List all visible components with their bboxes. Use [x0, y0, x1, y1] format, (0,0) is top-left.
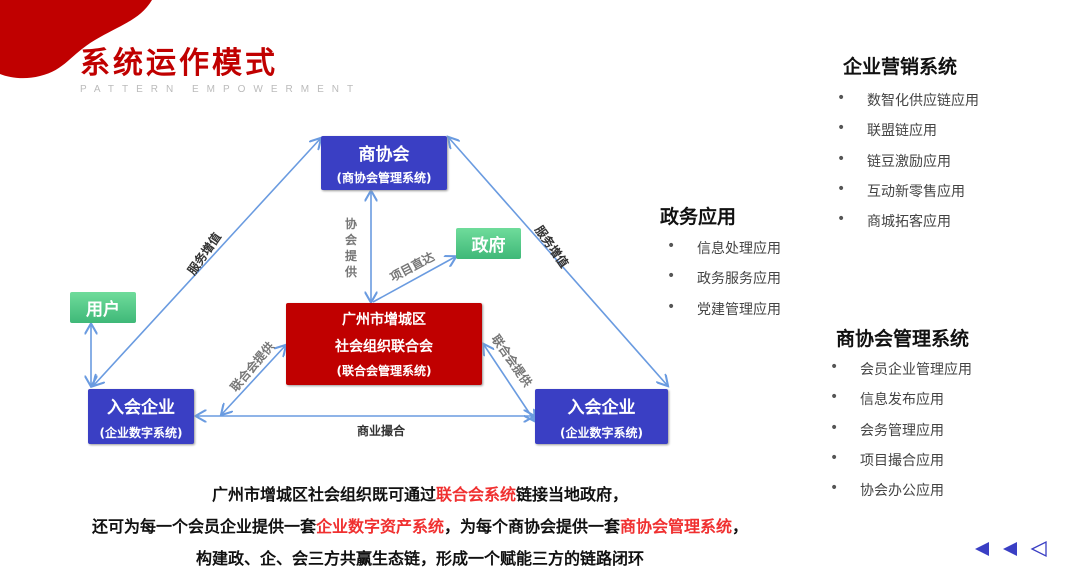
government-node: 政府	[456, 228, 521, 259]
list-item: 党建管理应用	[667, 299, 781, 329]
page-subtitle: PATTERN EMPOWERMENT	[80, 84, 362, 95]
gov-apps-list: 信息处理应用 政务服务应用 党建管理应用	[667, 238, 781, 329]
label-business-match: 商业撮合	[357, 424, 406, 438]
list-item: 数智化供应链应用	[837, 90, 979, 120]
summary-line-3: 构建政、企、会三方共赢生态链，形成一个赋能三方的链路闭环	[195, 549, 644, 568]
enterprise-left-title: 入会企业	[107, 397, 175, 418]
text: 广州市增城区社会组织既可通过	[211, 485, 436, 504]
list-item: 协会办公应用	[830, 480, 972, 510]
user-node: 用户	[70, 292, 136, 323]
text: ，	[732, 517, 749, 536]
list-item: 互动新零售应用	[837, 181, 979, 211]
association-node: 商协会 (商协会管理系统)	[321, 136, 447, 190]
summary-line-2: 还可为每一个会员企业提供一套企业数字资产系统，为每个商协会提供一套商协会管理系统…	[0, 513, 840, 537]
federation-node: 广州市增城区 社会组织联合会 (联合会管理系统)	[286, 303, 482, 385]
enterprise-left-sub: (企业数字系统)	[99, 425, 183, 440]
nav-arrows	[975, 540, 1047, 558]
federation-line2: 社会组织联合会	[335, 339, 433, 355]
assoc-mgmt-list: 会员企业管理应用 信息发布应用 会务管理应用 项目撮合应用 协会办公应用	[830, 359, 972, 510]
association-sub: (商协会管理系统)	[336, 171, 432, 185]
assoc-mgmt-heading: 商协会管理系统	[836, 328, 970, 350]
label-assoc-provide: 协会提供	[345, 217, 358, 279]
enterprise-right-title: 入会企业	[567, 397, 636, 418]
federation-line1: 广州市增城区	[342, 312, 426, 328]
summary-line-1: 广州市增城区社会组织既可通过联合会系统链接当地政府，	[0, 481, 840, 505]
list-item: 会员企业管理应用	[830, 359, 972, 389]
enterprise-right-node: 入会企业 (企业数字系统)	[535, 389, 668, 444]
connector-lines	[91, 138, 667, 420]
red-corner-shape	[0, 0, 152, 79]
prev-outline-arrow-icon[interactable]	[1030, 540, 1047, 558]
text: 还可为每一个会员企业提供一套	[91, 517, 316, 536]
list-item: 信息处理应用	[667, 238, 781, 268]
text: ，为每个商协会提供一套	[443, 517, 620, 536]
federation-sub: (联合会管理系统)	[336, 364, 432, 378]
list-item: 会务管理应用	[830, 420, 972, 450]
list-item: 信息发布应用	[830, 389, 972, 419]
list-item: 项目撮合应用	[830, 450, 972, 480]
list-item: 政务服务应用	[667, 268, 781, 298]
highlight: 联合会系统	[435, 485, 516, 504]
page-title: 系统运作模式	[80, 46, 278, 81]
gov-apps-heading: 政务应用	[660, 206, 737, 228]
association-title: 商协会	[358, 145, 410, 165]
enterprise-left-node: 入会企业 (企业数字系统)	[88, 389, 194, 444]
text: 链接当地政府，	[516, 485, 629, 504]
enterprise-right-sub: (企业数字系统)	[560, 425, 643, 440]
highlight: 商协会管理系统	[620, 517, 733, 536]
list-item: 联盟链应用	[837, 120, 979, 150]
prev-arrow-icon[interactable]	[1003, 542, 1017, 556]
list-item: 商城拓客应用	[837, 211, 979, 241]
marketing-heading: 企业营销系统	[843, 56, 958, 78]
prev-arrow-icon[interactable]	[975, 542, 989, 556]
highlight: 企业数字资产系统	[315, 517, 444, 536]
list-item: 链豆激励应用	[837, 151, 979, 181]
marketing-list: 数智化供应链应用 联盟链应用 链豆激励应用 互动新零售应用 商城拓客应用	[837, 90, 979, 241]
